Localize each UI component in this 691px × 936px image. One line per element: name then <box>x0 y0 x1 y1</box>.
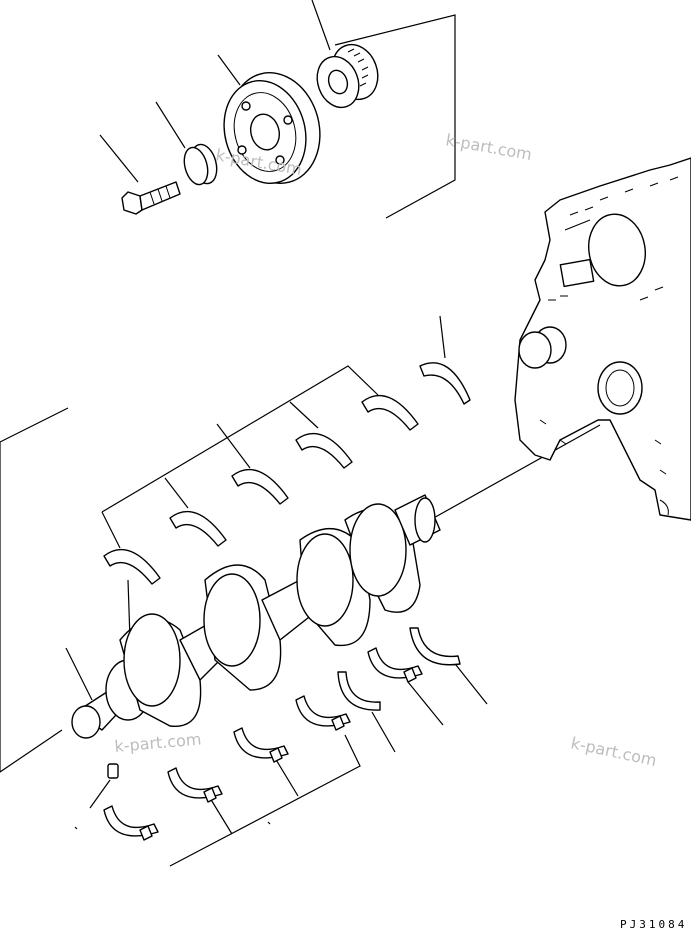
crankshaft <box>71 494 441 739</box>
cylinder-block <box>514 157 691 521</box>
watermark-top: k-part.com <box>444 130 533 164</box>
lower-thrust-washers <box>337 627 461 711</box>
thrust-washer-upper <box>419 362 471 405</box>
crankshaft-pulley <box>223 72 321 184</box>
washer <box>183 143 218 186</box>
dowel-pin <box>107 763 119 779</box>
timing-gear <box>316 43 379 109</box>
watermark-left: k-part.com <box>114 729 202 756</box>
bolt <box>121 181 181 215</box>
lower-main-bearings <box>103 647 423 841</box>
watermark-right: k-part.com <box>569 733 658 770</box>
upper-main-bearings <box>103 394 419 585</box>
drawing-code: PJ31084 <box>620 918 687 931</box>
